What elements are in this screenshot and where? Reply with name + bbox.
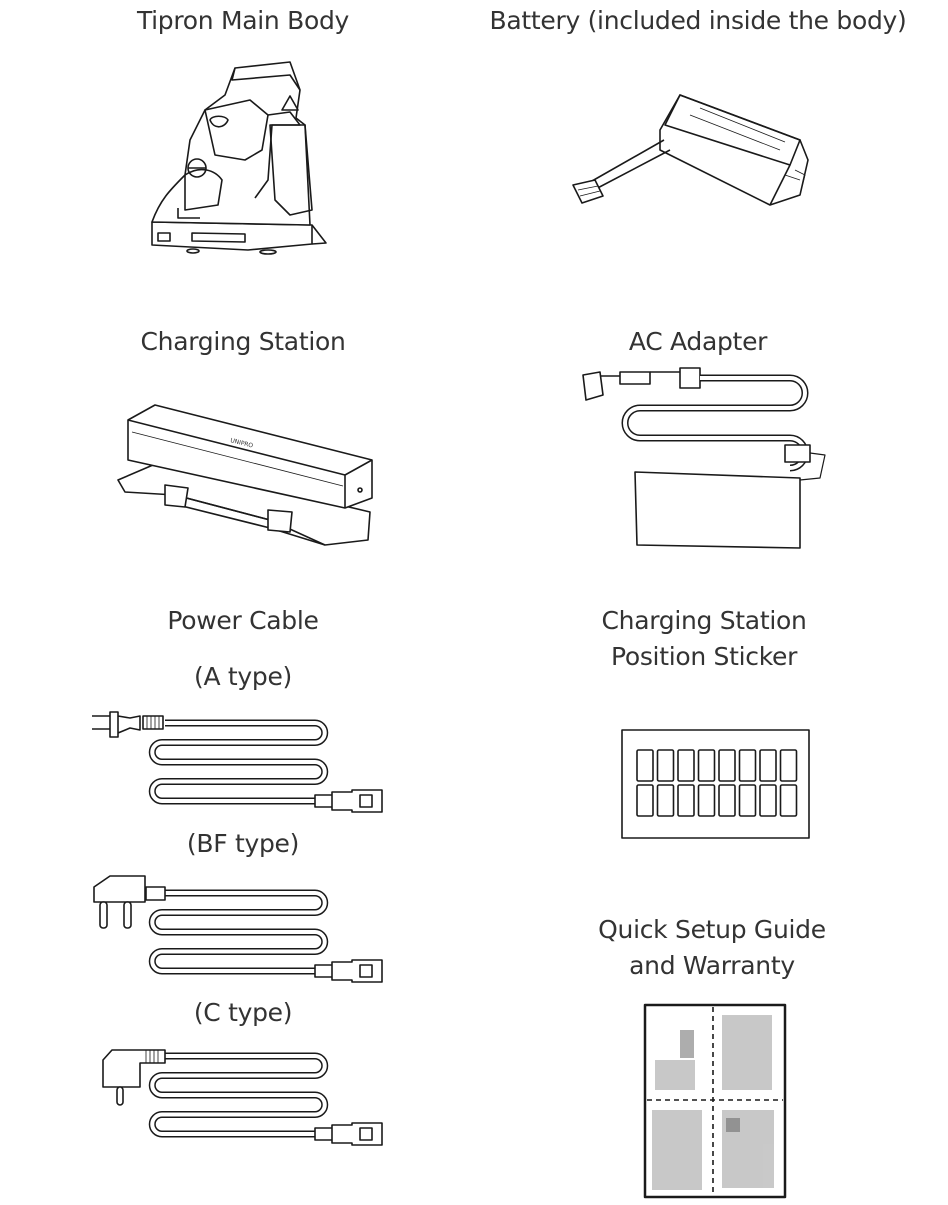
sticker-cell: [678, 785, 694, 816]
sticker-cell: [637, 785, 653, 816]
charging-station-illustration: UNIPRO: [118, 405, 372, 545]
main-body-label: Tipron Main Body: [136, 6, 350, 35]
guide-label-line1: Quick Setup Guide: [598, 915, 826, 944]
sticker-cell: [658, 750, 674, 781]
sticker-cell: [699, 750, 715, 781]
battery-illustration: [573, 95, 808, 205]
c-type-label: (C type): [193, 998, 293, 1027]
sticker-cell: [781, 750, 797, 781]
bf-type-plug-icon: [94, 876, 165, 928]
battery-label: Battery (included inside the body): [489, 6, 907, 35]
sticker-cell: [699, 785, 715, 816]
sticker-cell: [781, 785, 797, 816]
sticker-cell: [760, 785, 776, 816]
a-type-connector-icon: [315, 790, 382, 812]
quick-setup-guide-illustration: [645, 1005, 785, 1197]
sticker-label-line1: Charging Station: [601, 606, 807, 635]
bf-type-label: (BF type): [186, 829, 300, 858]
ac-adapter-illustration: [583, 368, 825, 548]
position-sticker-illustration: [622, 730, 809, 838]
sticker-cell: [637, 750, 653, 781]
bf-type-connector-icon: [315, 960, 382, 982]
c-type-connector-icon: [315, 1123, 382, 1145]
sticker-cell: [719, 785, 735, 816]
guide-label-line2: and Warranty: [629, 951, 795, 980]
sticker-cell: [740, 785, 756, 816]
sticker-cell: [678, 750, 694, 781]
sticker-cell: [760, 750, 776, 781]
sticker-cell: [658, 785, 674, 816]
a-type-label: (A type): [193, 662, 293, 691]
sticker-cell: [719, 750, 735, 781]
robot-main-body-illustration: [152, 62, 326, 254]
power-cable-label: Power Cable: [167, 606, 319, 635]
sticker-label-line2: Position Sticker: [610, 642, 798, 671]
bf-type-cable: [152, 893, 382, 982]
c-type-cable: [152, 1056, 382, 1145]
c-type-plug-icon: [103, 1050, 165, 1105]
ac-adapter-label: AC Adapter: [628, 327, 768, 356]
sticker-cell: [740, 750, 756, 781]
charging-station-label: Charging Station: [140, 327, 346, 356]
power-cables: [152, 723, 382, 1145]
a-type-cable: [152, 723, 382, 812]
a-type-plug-icon: [92, 712, 163, 737]
